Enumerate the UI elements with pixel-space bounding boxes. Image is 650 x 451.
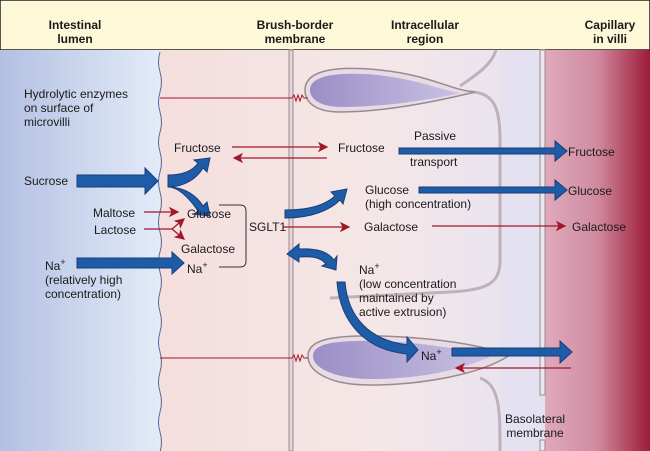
brush-border-edge: [158, 51, 162, 451]
sucrose-label: Sucrose: [24, 174, 69, 188]
glucose-exit-arrow: [418, 178, 568, 202]
label-line: Hydrolytic enzymes: [24, 87, 129, 101]
glucose-cell-label: Glucose: [365, 183, 410, 197]
label-line: Basolateral: [505, 412, 566, 426]
fructose-cell-label: Fructose: [338, 141, 385, 155]
label-text: Na: [359, 263, 375, 277]
glucose-brush-label: Glucose: [187, 207, 232, 221]
sglt1-label: SGLT1: [249, 220, 287, 234]
glucose-split-arrow: [167, 186, 211, 217]
sodium-sglt1-arrow: [286, 242, 338, 271]
header-line: Capillary: [584, 18, 636, 32]
basolateral-membrane: [539, 49, 546, 396]
plus-sign: +: [60, 257, 66, 267]
plus-sign: +: [202, 260, 208, 270]
label-line: (low concentration: [359, 277, 457, 291]
header-line: in villi: [592, 32, 627, 46]
sodium-pump-arrow: [451, 339, 573, 365]
plus-sign: +: [374, 261, 380, 271]
header-line: Intestinal: [48, 18, 102, 32]
header-line: Brush-border: [256, 18, 334, 32]
sodium-pump-label: Na+: [421, 345, 442, 363]
passive-label: Passive: [414, 129, 457, 143]
fructose-passive-arrow: [398, 139, 568, 163]
label-line: on surface of: [24, 101, 94, 115]
lactose-label: Lactose: [94, 223, 137, 237]
label-line: active extrusion): [359, 305, 447, 319]
fructose-brush-label: Fructose: [174, 141, 221, 155]
header-line: membrane: [264, 32, 326, 46]
header-line: lumen: [57, 32, 93, 46]
label-text: Na: [45, 259, 61, 273]
sglt1-bracket: [219, 204, 247, 268]
plus-sign: +: [436, 347, 442, 357]
lumen-region: [0, 50, 160, 451]
label-line: microvilli: [24, 115, 70, 129]
galactose-brush-label: Galactose: [181, 242, 236, 256]
label-line: membrane: [506, 426, 564, 440]
header-line: region: [406, 32, 444, 46]
sodium-lumen-arrow: [76, 250, 185, 276]
header-line: Intracellular: [390, 18, 460, 32]
label-text: Na: [421, 349, 437, 363]
maltose-label: Maltose: [93, 206, 136, 220]
sucrose-arrow: [76, 166, 159, 196]
galactose-capillary-label: Galactose: [572, 220, 627, 234]
label-text: Na: [187, 262, 203, 276]
label-line: maintained by: [359, 291, 434, 305]
sodium-cell-arrow: [336, 281, 419, 364]
glucose-capillary-label: Glucose: [568, 184, 613, 198]
sodium-brush-label: Na+: [187, 258, 208, 276]
label-line: (relatively high: [45, 273, 123, 287]
glucose-sglt1-arrow: [284, 188, 348, 219]
capillary-region: [545, 50, 650, 451]
fructose-split-arrow: [167, 157, 211, 188]
galactose-cell-label: Galactose: [364, 220, 419, 234]
label-line: concentration): [45, 287, 122, 301]
fructose-capillary-label: Fructose: [568, 145, 615, 159]
transport-label: transport: [410, 155, 458, 169]
glucose-cell-note: (high concentration): [365, 197, 472, 211]
